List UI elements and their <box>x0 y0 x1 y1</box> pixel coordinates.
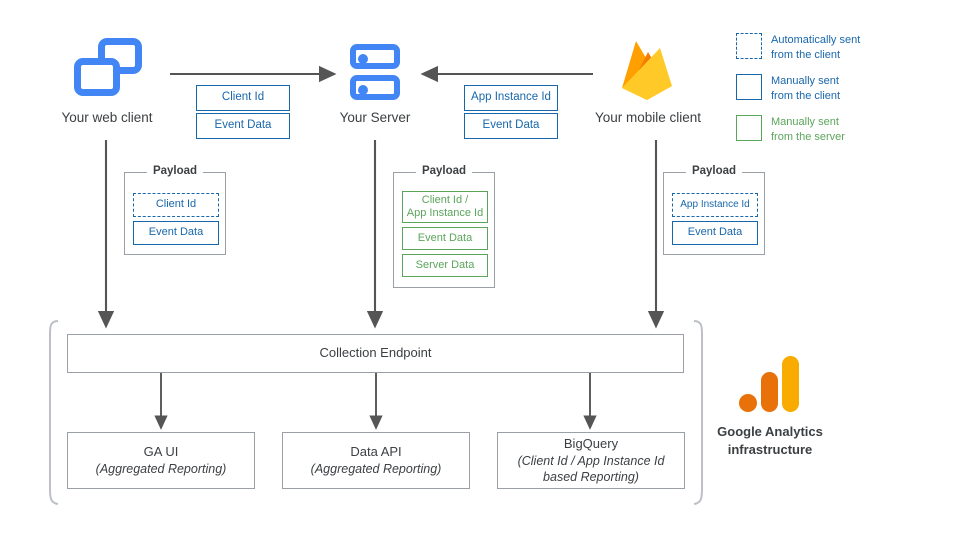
ga-caption-line2: infrastructure <box>727 441 813 457</box>
legend-item-manual-server: Manually sent from the server <box>736 115 845 145</box>
collection-endpoint-box: Collection Endpoint <box>67 334 684 373</box>
payload-mobile-chip-event-data: Event Data <box>672 221 758 245</box>
payload-web-title: Payload <box>146 165 204 177</box>
legend-swatch-solid-blue <box>736 74 762 100</box>
legend-item-auto-client: Automatically sent from the client <box>736 33 860 63</box>
ga-infrastructure-caption: Google Analytics infrastructure <box>690 423 850 458</box>
payload-web-chip-event-data: Event Data <box>133 221 219 245</box>
legend-auto-line1: Automatically sent <box>771 34 861 46</box>
flow-label-event-data-mobile: Event Data <box>464 113 558 139</box>
output-subtitle-ga-ui: (Aggregated Reporting) <box>95 461 227 476</box>
flow-label-event-data-web: Event Data <box>196 113 290 139</box>
legend-swatch-dashed-blue <box>736 33 762 59</box>
legend-label-auto-client: Automatically sent from the client <box>771 33 860 63</box>
legend-label-manual-client: Manually sent from the client <box>771 74 840 104</box>
legend-swatch-solid-green <box>736 115 762 141</box>
output-box-ga-ui: GA UI (Aggregated Reporting) <box>67 432 255 489</box>
node-label-mobile-client: Your mobile client <box>594 110 702 125</box>
legend-auto-line2: from the client <box>771 48 841 61</box>
payload-web-chip-client-id: Client Id <box>133 193 219 217</box>
output-subtitle-data-api: (Aggregated Reporting) <box>310 461 442 476</box>
payload-server-chip-server-data: Server Data <box>402 254 488 277</box>
node-label-web-client: Your web client <box>61 110 153 125</box>
legend-manual-server-line2: from the server <box>771 130 845 143</box>
server-icon <box>350 44 400 100</box>
output-title-data-api: Data API <box>350 443 402 459</box>
output-title-ga-ui: GA UI <box>143 443 179 459</box>
legend-item-manual-client: Manually sent from the client <box>736 74 840 104</box>
node-label-server: Your Server <box>339 110 411 125</box>
collection-endpoint-label: Collection Endpoint <box>319 345 432 361</box>
legend-label-manual-server: Manually sent from the server <box>771 115 845 145</box>
output-title-bigquery: BigQuery <box>563 435 619 451</box>
windows-icon <box>74 38 142 100</box>
legend-manual-client-line1: Manually sent <box>771 75 839 87</box>
infrastructure-bracket-right <box>693 320 703 505</box>
flow-label-app-instance-id: App Instance Id <box>464 85 558 111</box>
payload-mobile: Payload App Instance Id Event Data <box>663 165 765 255</box>
payload-server-title: Payload <box>415 165 473 177</box>
payload-server: Payload Client Id / App Instance Id Even… <box>393 165 495 288</box>
output-box-data-api: Data API (Aggregated Reporting) <box>282 432 470 489</box>
legend-manual-server-line1: Manually sent <box>771 116 839 128</box>
google-analytics-logo <box>738 354 802 414</box>
payload-server-chip-ids: Client Id / App Instance Id <box>402 191 488 223</box>
legend-manual-client-line2: from the client <box>771 89 841 102</box>
payload-server-chip-event-data: Event Data <box>402 227 488 250</box>
firebase-icon <box>616 36 678 102</box>
output-box-bigquery: BigQuery (Client Id / App Instance Id ba… <box>497 432 685 489</box>
payload-web: Payload Client Id Event Data <box>124 165 226 255</box>
payload-mobile-title: Payload <box>685 165 743 177</box>
ga-caption-line1: Google Analytics <box>717 424 823 439</box>
infrastructure-bracket-left <box>49 320 59 505</box>
payload-mobile-chip-app-instance-id: App Instance Id <box>672 193 758 217</box>
output-subtitle-bigquery: (Client Id / App Instance Id based Repor… <box>517 453 665 484</box>
flow-label-client-id: Client Id <box>196 85 290 111</box>
